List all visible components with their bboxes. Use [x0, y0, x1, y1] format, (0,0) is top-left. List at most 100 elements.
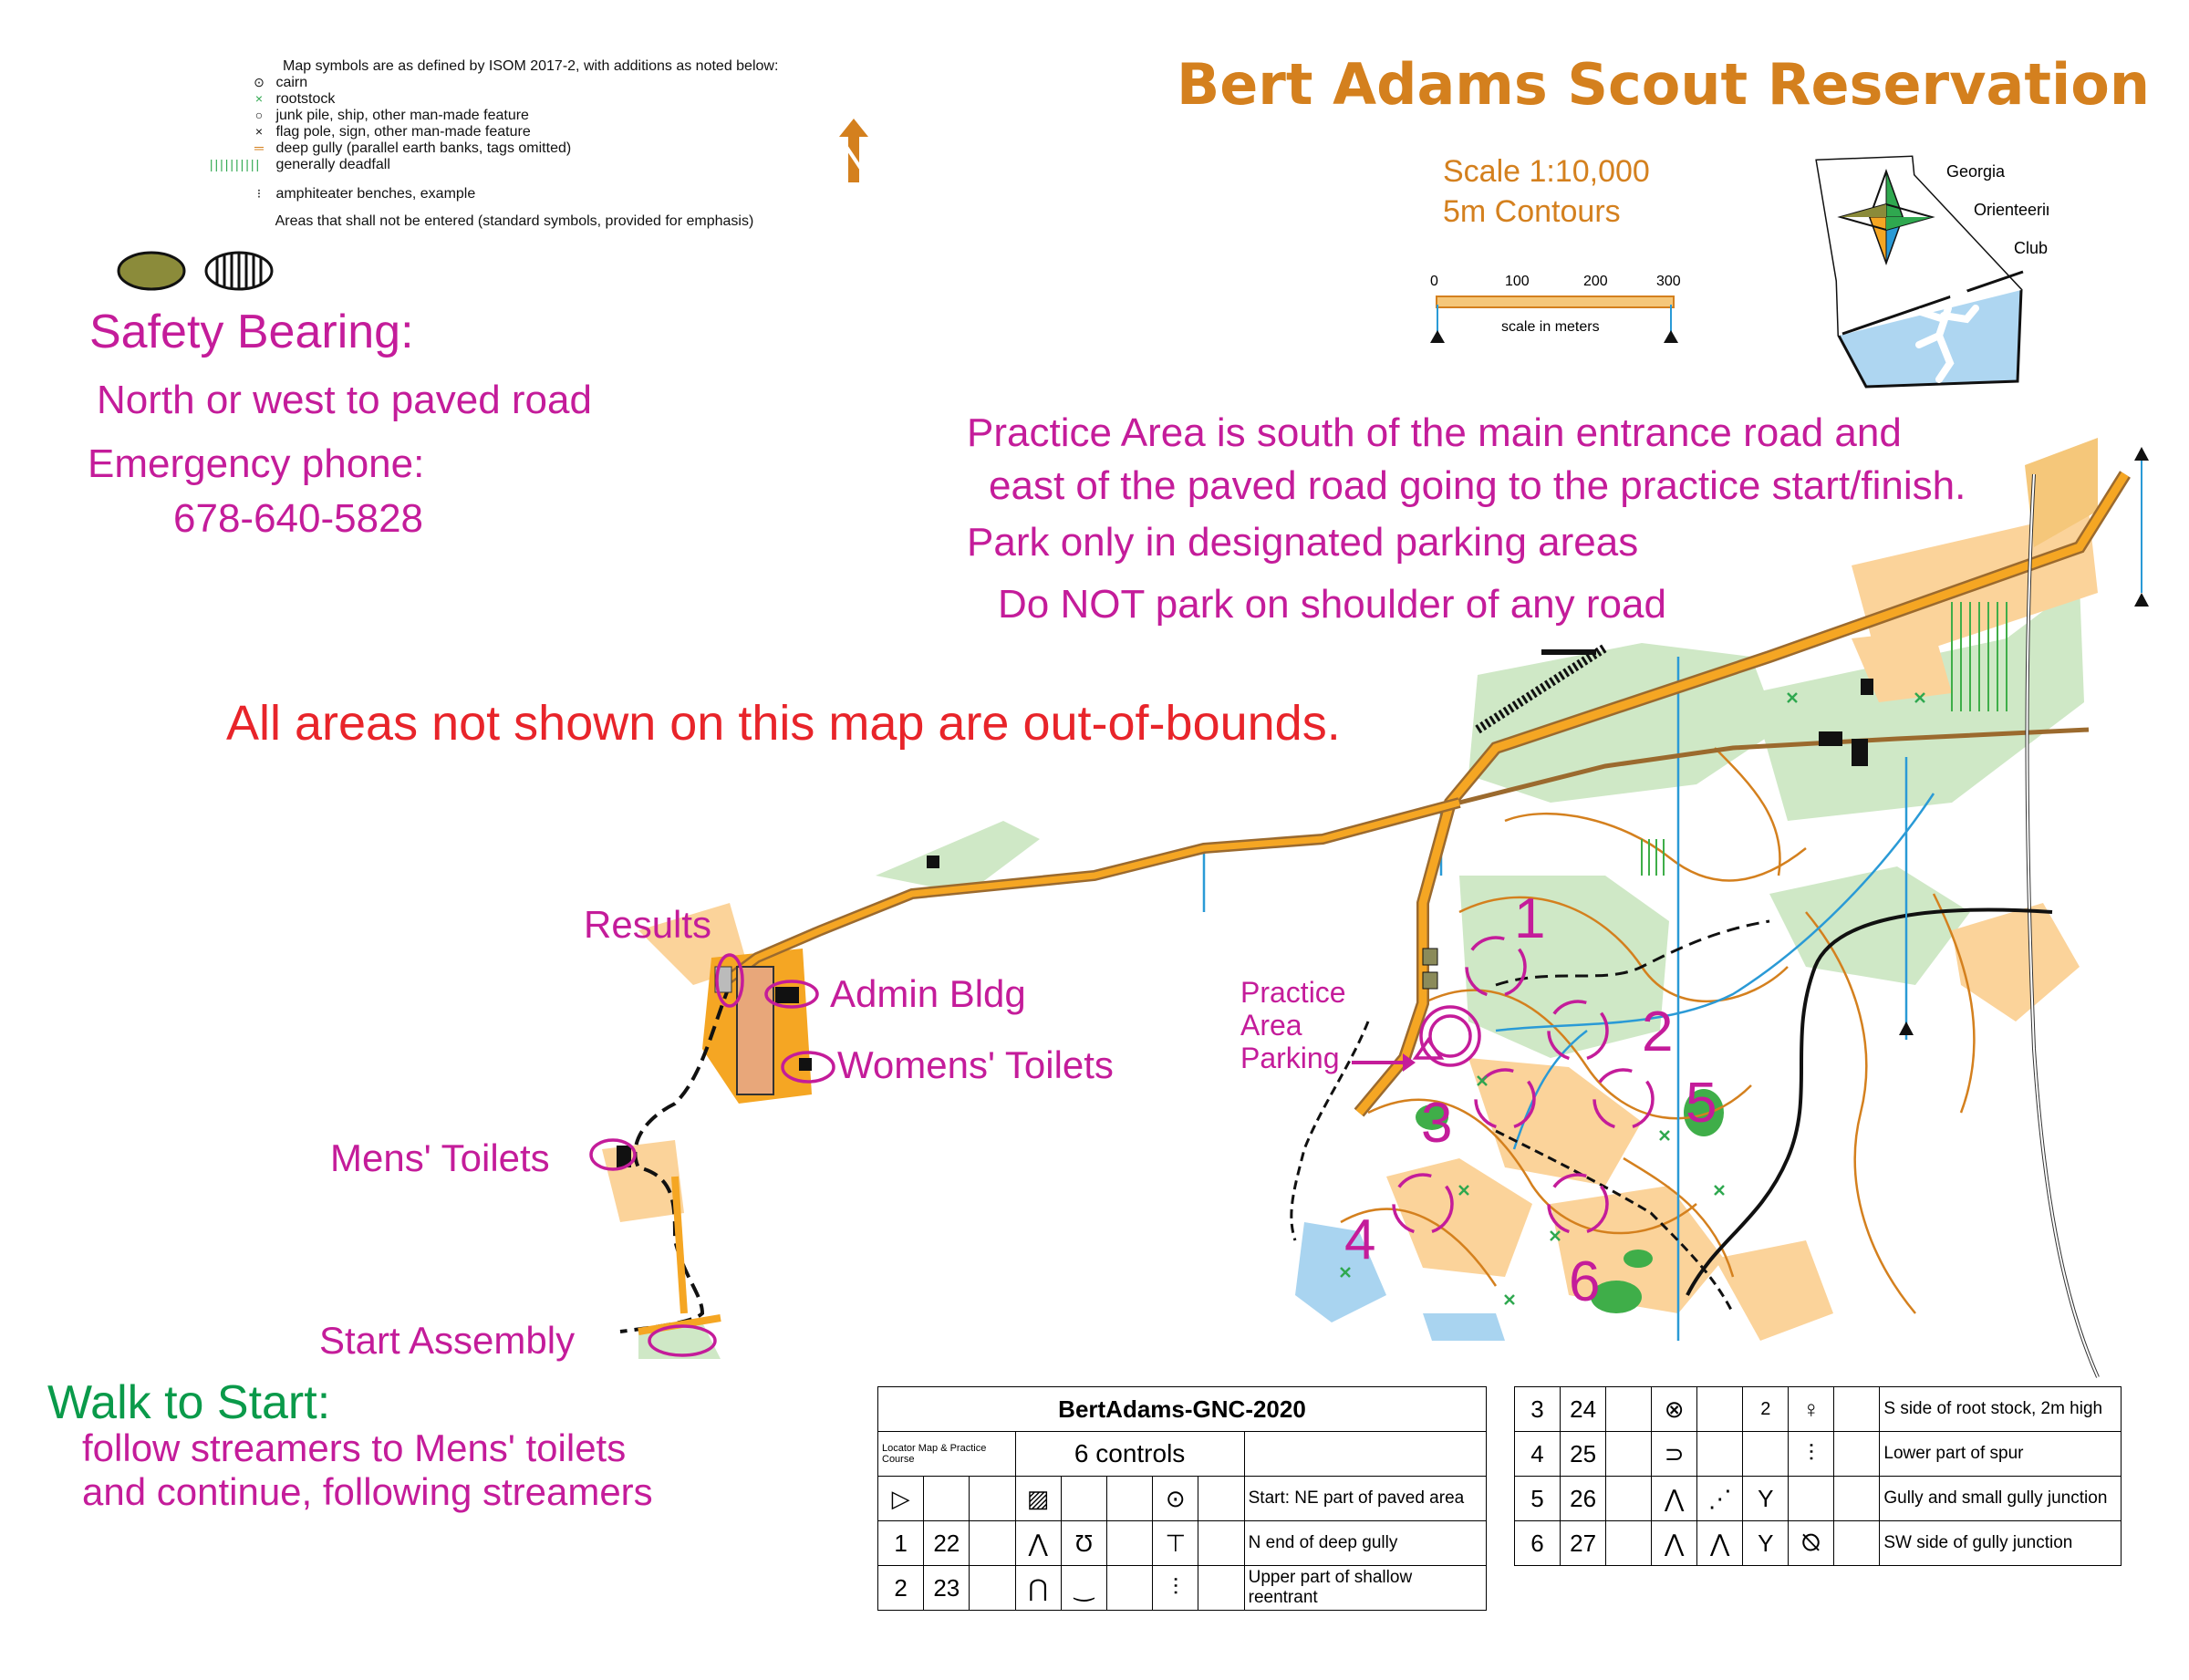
benches-icon: ⁝ — [256, 186, 262, 201]
junk-pile-icon: ○ — [254, 108, 264, 122]
legend-row-junk: ○ junk pile, ship, other man-made featur… — [246, 108, 778, 124]
label-womens-toilets: Womens' Toilets — [837, 1043, 1114, 1086]
control-number-1: 1 — [1514, 887, 1546, 950]
label-admin-bldg: Admin Bldg — [830, 972, 1026, 1015]
legend-row-rootstock: × rootstock — [246, 91, 778, 108]
out-of-bounds-swatches — [117, 251, 274, 291]
club-word-2: Orienteering — [1974, 201, 2049, 219]
legend-row-cairn: ⊙ cairn — [246, 75, 778, 91]
junction-icon: Y — [1742, 1476, 1790, 1521]
deadfall-icon: |||||||||| — [209, 157, 262, 171]
scale-bar: 0 100 200 300 scale in meters — [1423, 274, 1687, 347]
control-row: 3 24 ⊗ 2 ♀ S side of root stock, 2m high — [1513, 1386, 2122, 1432]
note-no-shoulder: Do NOT park on shoulder of any road — [998, 582, 1666, 627]
control-row: 4 25 ⊃ ⫶ Lower part of spur — [1513, 1431, 2122, 1477]
legend-row-gully: ═ deep gully (parallel earth banks, tags… — [246, 140, 778, 157]
club-logo: Georgia Orienteering Club — [1815, 155, 2049, 389]
shallow-icon: ⋂ — [1014, 1565, 1062, 1611]
parking-arrow-icon — [1352, 1053, 1416, 1072]
control-count: 6 controls — [1014, 1431, 1245, 1477]
club-word-3: Club — [2014, 239, 2048, 257]
control-description-sheet: BertAdams-GNC-2020 Locator Map & Practic… — [877, 1386, 1488, 1611]
walk-line-1: follow streamers to Mens' toilets — [82, 1426, 627, 1469]
start-row: ▷ ▨ ⊙ Start: NE part of paved area — [877, 1476, 1488, 1521]
legend-header: Map symbols are as defined by ISOM 2017-… — [283, 58, 779, 74]
small-gully-icon: ⋰ — [1696, 1476, 1744, 1521]
event-name: BertAdams-GNC-2020 — [877, 1386, 1487, 1432]
scale-text: Scale 1:10,000 5m Contours — [1443, 151, 1650, 232]
cairn-icon: ⊙ — [254, 75, 265, 89]
hatched-areas — [1641, 602, 2007, 876]
safety-bearing: North or west to paved road — [97, 378, 592, 422]
roads — [619, 471, 2131, 1378]
emergency-phone: 678-640-5828 — [173, 496, 424, 541]
legend-row-out-of-bounds: Areas that shall not be entered (standar… — [275, 213, 754, 229]
control-number-4: 4 — [1344, 1208, 1376, 1271]
control-description-sheet-continued: 3 24 ⊗ 2 ♀ S side of root stock, 2m high… — [1513, 1386, 2122, 1566]
control-number-5: 5 — [1686, 1072, 1717, 1135]
gully-icon: Ʊ — [1060, 1520, 1108, 1566]
gully-symbol-icon: ⋀ — [1696, 1520, 1744, 1566]
reentrant-icon: ‿ — [1060, 1565, 1108, 1611]
label-start-assembly: Start Assembly — [319, 1319, 576, 1362]
north-arrow-icon — [839, 119, 868, 182]
gully-symbol-icon: ⋀ — [1651, 1476, 1698, 1521]
legend-row-deadfall: |||||||||| generally deadfall — [210, 157, 778, 173]
control-row: 1 22 ⋀ Ʊ ⊤ N end of deep gully — [877, 1520, 1488, 1566]
start-description: Start: NE part of paved area — [1243, 1476, 1488, 1521]
start-triangle-icon: ▷ — [877, 1476, 925, 1521]
magnetic-north-lines — [1899, 447, 2149, 1035]
out-of-bounds-warning: All areas not shown on this map are out-… — [226, 696, 1341, 751]
embankment — [1475, 643, 1608, 734]
lower-part-icon: ⫶ — [1788, 1431, 1835, 1477]
part-icon: ⊙ — [1152, 1476, 1199, 1521]
rootstock-icon: × — [254, 91, 264, 106]
scale-unit: scale in meters — [1501, 319, 1600, 335]
side-icon: ♀ — [1788, 1386, 1835, 1432]
deep-gully-icon: ═ — [254, 140, 264, 155]
legend-row-benches: ⁝ amphiteater benches, example — [246, 186, 778, 202]
control-row: 2 23 ⋂ ‿ ⫶ Upper part of shallow reentra… — [877, 1565, 1488, 1611]
scale-north-markers — [1430, 305, 1678, 343]
end-icon: ⊤ — [1152, 1520, 1199, 1566]
scale-tick-100: 100 — [1505, 274, 1530, 289]
map-title: Bert Adams Scout Reservation — [1177, 51, 2150, 118]
paved-area-icon: ▨ — [1014, 1476, 1062, 1521]
scale-tick-0: 0 — [1430, 274, 1438, 289]
label-practice-parking: Practice Area Parking — [1240, 976, 1346, 1074]
note-parking: Park only in designated parking areas — [967, 520, 1639, 565]
club-word-1: Georgia — [1946, 162, 2006, 181]
scale-tick-300: 300 — [1656, 274, 1681, 289]
legend-row-flagpole: × flag pole, sign, other man-made featur… — [246, 124, 778, 140]
control-number-2: 2 — [1642, 1001, 1674, 1063]
safety-heading: Safety Bearing: — [89, 306, 414, 358]
north-end-icon: ⋀ — [1014, 1520, 1062, 1566]
legend: Map symbols are as defined by ISOM 2017-… — [210, 58, 779, 230]
label-mens-toilets: Mens' Toilets — [330, 1136, 550, 1179]
contour-interval: 5m Contours — [1443, 194, 1621, 229]
label-results: Results — [584, 903, 712, 946]
scale-ratio: Scale 1:10,000 — [1443, 154, 1650, 189]
control-row: 5 26 ⋀ ⋰ Y Gully and small gully junctio… — [1513, 1476, 2122, 1521]
point-features — [1340, 692, 1925, 1305]
control-row: 6 27 ⋀ ⋀ Y ⦰ SW side of gully junction — [1513, 1520, 2122, 1566]
note-practice-road: east of the paved road going to the prac… — [989, 463, 1966, 508]
upper-part-icon: ⫶ — [1152, 1565, 1199, 1611]
course-name: Locator Map & Practice Course — [877, 1431, 1016, 1477]
emergency-label: Emergency phone: — [88, 441, 425, 486]
walk-line-2: and continue, following streamers — [82, 1470, 653, 1513]
scale-tick-200: 200 — [1583, 274, 1608, 289]
walk-heading: Walk to Start: — [47, 1376, 331, 1429]
gully-symbol-icon: ⋀ — [1651, 1520, 1698, 1566]
junction-icon: Y — [1742, 1520, 1790, 1566]
course-overprint — [589, 936, 1655, 1357]
note-practice-area: Practice Area is south of the main entra… — [967, 410, 1902, 455]
rootstock-symbol-icon: ⊗ — [1651, 1386, 1698, 1432]
buildings — [617, 649, 1873, 1167]
control-number-6: 6 — [1569, 1250, 1601, 1313]
sw-side-icon: ⦰ — [1788, 1520, 1835, 1566]
spur-icon: ⊃ — [1651, 1431, 1698, 1477]
flag-pole-icon: × — [254, 124, 264, 139]
control-number-3: 3 — [1421, 1092, 1453, 1155]
